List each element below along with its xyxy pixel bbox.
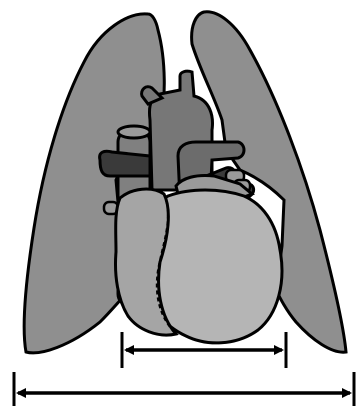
vena-cava-opening	[118, 126, 150, 138]
pulmonary-vein-left	[100, 151, 150, 176]
